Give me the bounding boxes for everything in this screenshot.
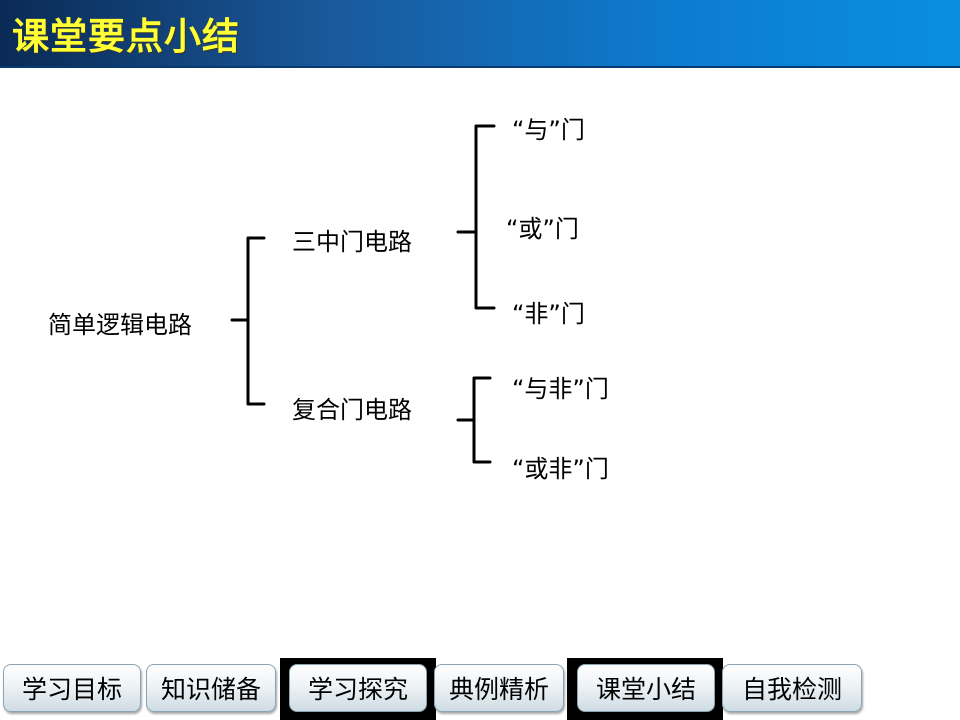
branch-node-compound-gates: 复合门电路: [292, 396, 412, 424]
leaf-nor-gate: “或非”门: [512, 455, 609, 483]
leaf-not-gate: “非”门: [512, 300, 585, 328]
branch-node-simple-gates: 三中门电路: [292, 228, 412, 256]
bottom-navigation: 学习目标 知识储备 学习探究 典例精析 课堂小结 自我检测: [0, 658, 960, 720]
logic-circuit-diagram: 简单逻辑电路 三中门电路 复合门电路 “与”门 “或”门 “非”门 “与非”门 …: [48, 116, 609, 483]
slide-header: 课堂要点小结: [0, 0, 960, 68]
nav-learning-goals[interactable]: 学习目标: [3, 664, 141, 712]
bracket-lines: [230, 124, 496, 464]
nav-class-summary[interactable]: 课堂小结: [577, 664, 715, 712]
nav-knowledge-prep[interactable]: 知识储备: [146, 664, 276, 712]
root-node: 简单逻辑电路: [48, 311, 192, 339]
nav-learning-explore[interactable]: 学习探究: [289, 664, 427, 712]
branch1-bracket: [456, 124, 496, 310]
nav-self-check[interactable]: 自我检测: [722, 664, 862, 712]
leaf-or-gate: “或”门: [506, 215, 579, 243]
slide-title: 课堂要点小结: [12, 15, 240, 58]
branch2-bracket: [456, 376, 492, 464]
leaf-nand-gate: “与非”门: [512, 375, 609, 403]
root-bracket: [230, 236, 266, 406]
nav-example-analysis[interactable]: 典例精析: [434, 664, 564, 712]
leaf-and-gate: “与”门: [512, 116, 585, 144]
